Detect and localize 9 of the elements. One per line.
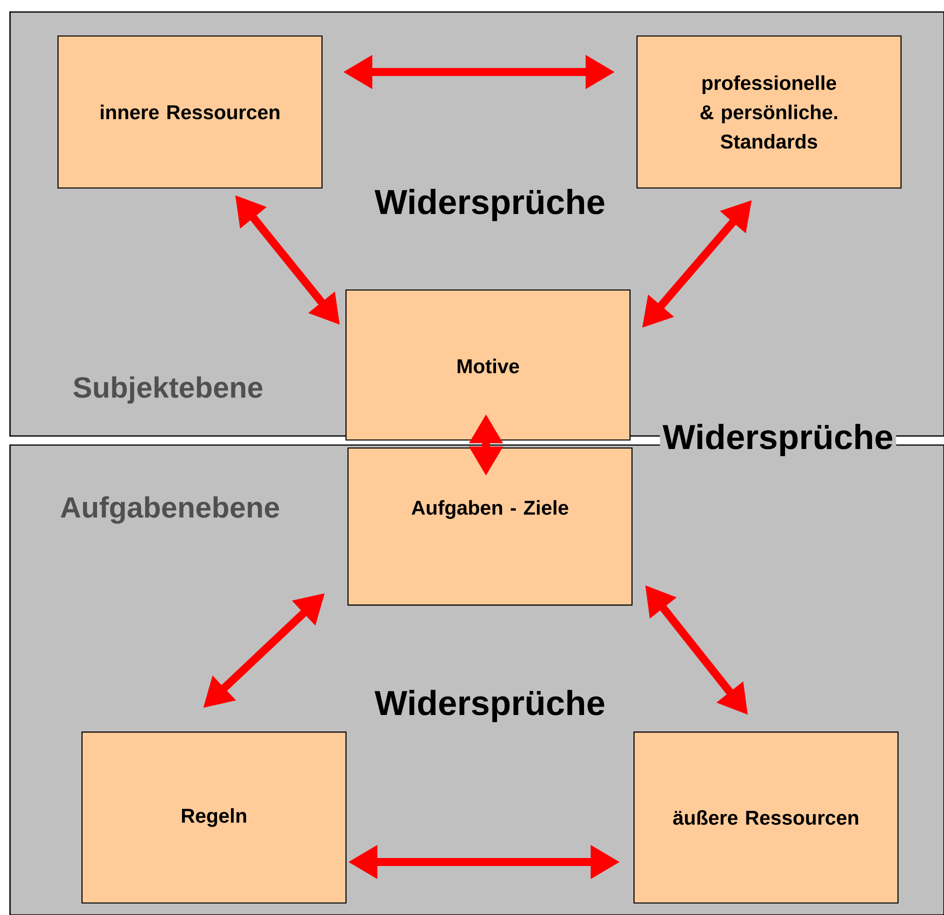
concept-box: äußere Ressourcen <box>633 732 899 904</box>
concept-box: professionelle & persönliche. Standards <box>636 35 902 189</box>
concept-box: Aufgaben - Ziele <box>347 447 633 606</box>
contradiction-label: Widersprüche <box>372 186 608 224</box>
concept-box: innere Ressourcen <box>57 35 323 189</box>
concept-box: Regeln <box>81 732 347 904</box>
contradiction-label: Widersprüche <box>372 687 608 725</box>
concept-box: Motive <box>345 289 631 441</box>
contradiction-label: Widersprüche <box>660 421 896 459</box>
